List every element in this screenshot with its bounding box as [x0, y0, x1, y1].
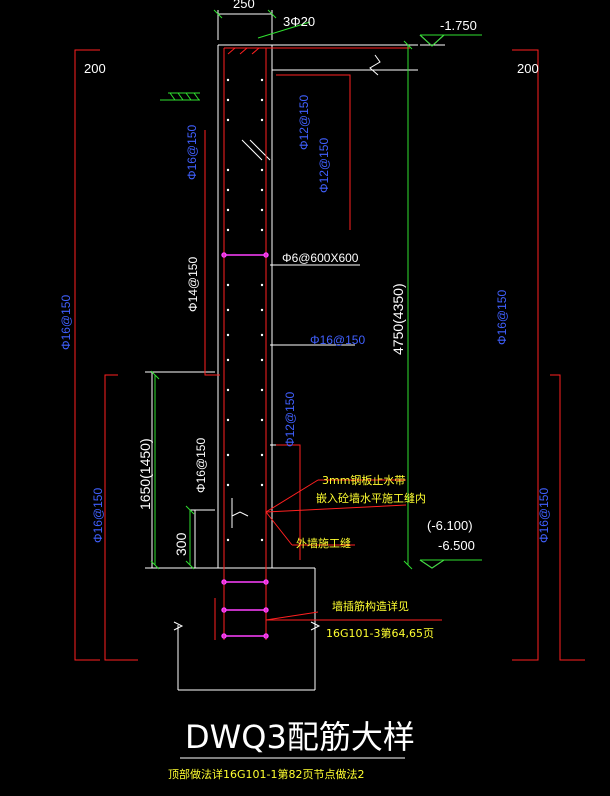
blue-bar-label-inner-4: Φ16@150 — [310, 333, 365, 347]
wall-outline — [145, 10, 482, 691]
blue-bar-label-inner-2: Φ12@150 — [297, 95, 311, 150]
blue-bar-label-inner-3: Φ12@150 — [317, 138, 331, 193]
tie-bars-magenta — [221, 252, 269, 639]
blue-bar-label-inner-5: Φ12@150 — [283, 392, 297, 447]
blue-bar-label-right-upper: Φ16@150 — [495, 290, 509, 345]
elevation-bottom: -6.500 — [438, 538, 475, 553]
horizontal-rebar-dots — [226, 78, 264, 542]
waterstop-label-line1: 3mm钢板止水带 — [322, 473, 405, 487]
top-bar-label: 3Φ20 — [283, 14, 315, 29]
blue-bar-label-inner-1: Φ16@150 — [185, 125, 199, 180]
outer-rebar-red — [74, 47, 585, 661]
tie-bar-label: Φ6@600X600 — [282, 251, 359, 265]
elevation-bottom-alt: (-6.100) — [427, 518, 473, 533]
blue-bar-label-right-lower: Φ16@150 — [537, 488, 551, 543]
waterstop-label-line2: 嵌入砼墙水平施工缝内 — [316, 491, 426, 505]
vertical-bar-label-2: Φ16@150 — [194, 438, 208, 493]
elevation-top: -1.750 — [440, 18, 477, 33]
cover-right-label: 200 — [517, 61, 539, 76]
height-lower-dimension: 1650(1450) — [137, 438, 153, 510]
construction-joint-label: 外墙施工缝 — [296, 536, 351, 550]
cover-left-label: 200 — [84, 61, 106, 76]
anchor-detail-label-line2: 16G101-3第64,65页 — [326, 626, 434, 640]
top-detail-note: 顶部做法详16G101-1第82页节点做法2 — [168, 767, 364, 781]
height-total-dimension: 4750(4350) — [390, 283, 406, 355]
vertical-bar-label-1: Φ14@150 — [186, 257, 200, 312]
blue-bar-label-left-upper: Φ16@150 — [59, 295, 73, 350]
dimension-lines-green — [150, 9, 482, 570]
dimension-300: 300 — [173, 532, 189, 556]
width-dimension: 250 — [233, 0, 255, 11]
drawing-title: DWQ3配筋大样 — [185, 718, 415, 756]
blue-bar-label-left-lower: Φ16@150 — [91, 488, 105, 543]
anchor-detail-label-line1: 墙插筋构造详见 — [332, 599, 409, 613]
